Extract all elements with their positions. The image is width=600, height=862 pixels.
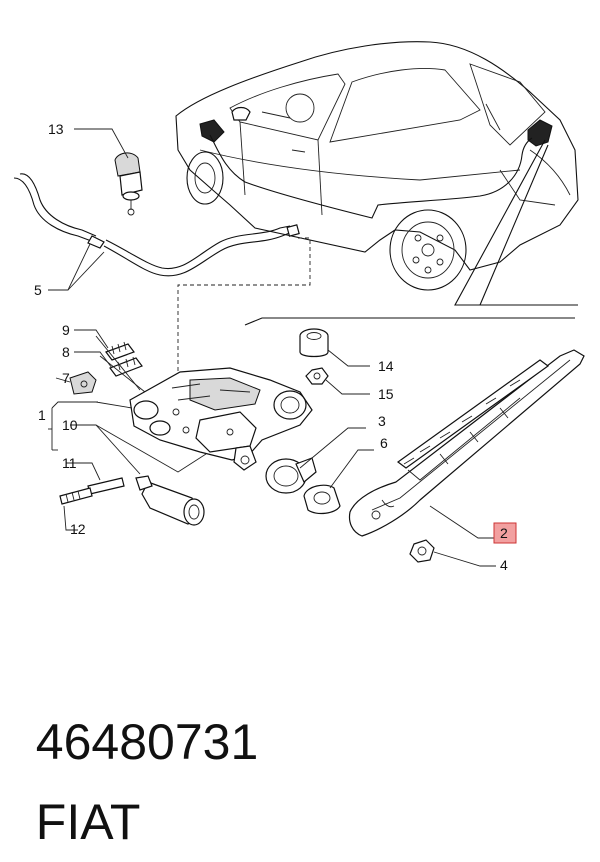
- label-14: 14: [378, 358, 394, 374]
- footer: 46480731 FIAT: [8, 622, 598, 850]
- clip-part-13: [114, 152, 143, 216]
- part-number: 46480731: [35, 714, 259, 770]
- motor-assembly-part-1: [129, 367, 313, 471]
- washer-pump-part-10: [135, 475, 205, 526]
- grommet-part-7: [69, 371, 97, 395]
- hose-part-11: [87, 477, 125, 495]
- car-illustration: [175, 41, 579, 291]
- leader-car-to-lower: [244, 317, 575, 326]
- label-7: 7: [62, 370, 70, 386]
- parts-diagram: 13 5 9 8 7 1 10 11 12 14 15 3 6 2 4: [13, 41, 585, 573]
- nozzle-part-12: [59, 487, 93, 505]
- cap-part-6: [303, 484, 341, 515]
- nut-part-4: [409, 539, 435, 563]
- label-13: 13: [48, 121, 64, 137]
- label-1: 1: [38, 407, 46, 423]
- label-12: 12: [70, 521, 86, 537]
- grommet-part-3: [265, 457, 317, 494]
- leader-car-to-blade: [454, 139, 578, 306]
- connector-part-9: [105, 341, 135, 361]
- label-5: 5: [34, 282, 42, 298]
- connector-part-8: [109, 356, 143, 377]
- brand-name: FIAT: [35, 794, 141, 850]
- label-3: 3: [378, 413, 386, 429]
- label-4: 4: [500, 557, 508, 573]
- label-6: 6: [380, 435, 388, 451]
- label-11: 11: [62, 455, 77, 471]
- wiper-arm-part-2: [348, 349, 585, 537]
- label-10: 10: [62, 417, 78, 433]
- bushing-part-14: [299, 328, 329, 358]
- label-15: 15: [378, 386, 394, 402]
- washer-hose-part-5: [13, 173, 300, 277]
- label-9: 9: [62, 322, 70, 338]
- nut-part-15: [305, 367, 329, 385]
- label-8: 8: [62, 344, 70, 360]
- part-2-highlight: [493, 522, 517, 544]
- label-2: 2: [500, 525, 508, 541]
